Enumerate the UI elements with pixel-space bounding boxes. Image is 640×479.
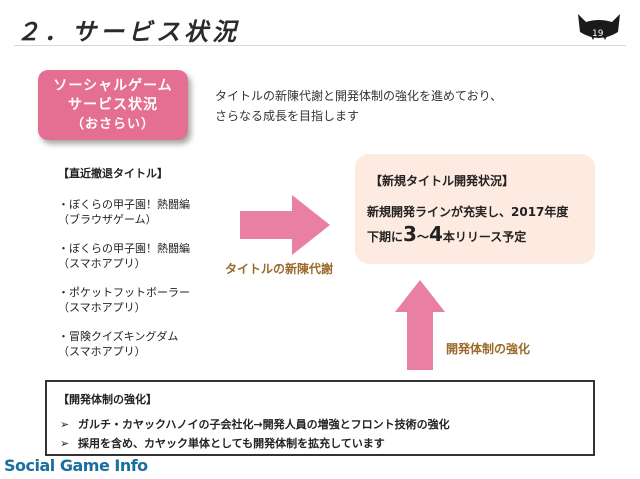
dev-structure-item-1: ガルチ・カヤックハノイの子会社化→開発人員の増強とフロント技術の強化 xyxy=(78,418,450,431)
page-number: 19 xyxy=(592,29,604,39)
badge-line-1: ソーシャルゲーム xyxy=(53,77,173,94)
new-titles-line-2: 下期に3〜4本リリース予定 xyxy=(367,222,526,246)
retired-title-platform: （ブラウザゲーム） xyxy=(58,213,157,226)
list-item: ➢ 採用を含め、カヤック単体としても開発体制を拡充しています xyxy=(60,435,385,451)
retired-titles-list: 【直近撤退タイトル】 ・ぼくらの甲子園！熱闘編 （ブラウザゲーム） ・ぼくらの甲… xyxy=(58,165,190,373)
dev-structure-box xyxy=(45,380,595,456)
watermark: Social Game Info xyxy=(4,456,148,475)
arrow-up-icon xyxy=(395,280,445,370)
retired-title-name: ・ポケットフットボーラー xyxy=(58,286,190,299)
release-count-to: 4 xyxy=(428,222,443,246)
list-item: ・ポケットフットボーラー （スマホアプリ） xyxy=(58,285,190,315)
badge-line-2: サービス状況 xyxy=(68,96,158,113)
release-count-from: 3 xyxy=(403,222,417,246)
dev-structure-heading: 【開発体制の強化】 xyxy=(58,393,157,406)
retired-title-platform: （スマホアプリ） xyxy=(58,345,146,358)
title-divider xyxy=(14,45,626,46)
list-item: ・冒険クイズキングダム （スマホアプリ） xyxy=(58,329,190,359)
new-titles-heading: 【新規タイトル開発状況】 xyxy=(370,174,515,188)
dev-structure-item-2: 採用を含め、カヤック単体としても開発体制を拡充しています xyxy=(78,437,385,450)
list-item: ・ぼくらの甲子園！熱闘編 （ブラウザゲーム） xyxy=(58,197,190,227)
new-titles-panel xyxy=(355,154,595,264)
retired-title-name: ・冒険クイズキングダム xyxy=(58,330,179,343)
slide-title: ２．サービス状況 xyxy=(16,18,240,46)
new-titles-prefix: 下期に xyxy=(367,230,404,244)
new-titles-suffix: 本リリース予定 xyxy=(442,230,527,244)
release-count-tilde: 〜 xyxy=(416,230,429,244)
intro-line-2: さらなる成長を目指します xyxy=(215,109,360,123)
arrow-right-icon xyxy=(240,195,330,255)
section-badge: ソーシャルゲーム サービス状況 （おさらい） xyxy=(38,70,188,140)
list-item: ・ぼくらの甲子園！熱闘編 （スマホアプリ） xyxy=(58,241,190,271)
badge-line-3: （おさらい） xyxy=(70,116,155,132)
retired-title-name: ・ぼくらの甲子園！熱闘編 xyxy=(58,242,190,255)
arrow-right-caption: タイトルの新陳代謝 xyxy=(225,262,334,276)
retired-title-name: ・ぼくらの甲子園！熱闘編 xyxy=(58,198,190,211)
arrow-up-caption: 開発体制の強化 xyxy=(446,342,531,356)
intro-text: タイトルの新陳代謝と開発体制の強化を進めており、 さらなる成長を目指します xyxy=(215,86,502,126)
retired-titles-heading: 【直近撤退タイトル】 xyxy=(58,167,168,180)
new-titles-line-1: 新規開発ラインが充実し、2017年度 xyxy=(367,205,569,219)
bullet-arrow-icon: ➢ xyxy=(60,418,70,431)
bullet-arrow-icon: ➢ xyxy=(60,437,70,450)
retired-title-platform: （スマホアプリ） xyxy=(58,257,146,270)
intro-line-1: タイトルの新陳代謝と開発体制の強化を進めており、 xyxy=(215,89,503,103)
retired-title-platform: （スマホアプリ） xyxy=(58,301,146,314)
list-item: ➢ ガルチ・カヤックハノイの子会社化→開発人員の増強とフロント技術の強化 xyxy=(60,416,450,432)
kayac-logo-icon xyxy=(578,14,620,40)
